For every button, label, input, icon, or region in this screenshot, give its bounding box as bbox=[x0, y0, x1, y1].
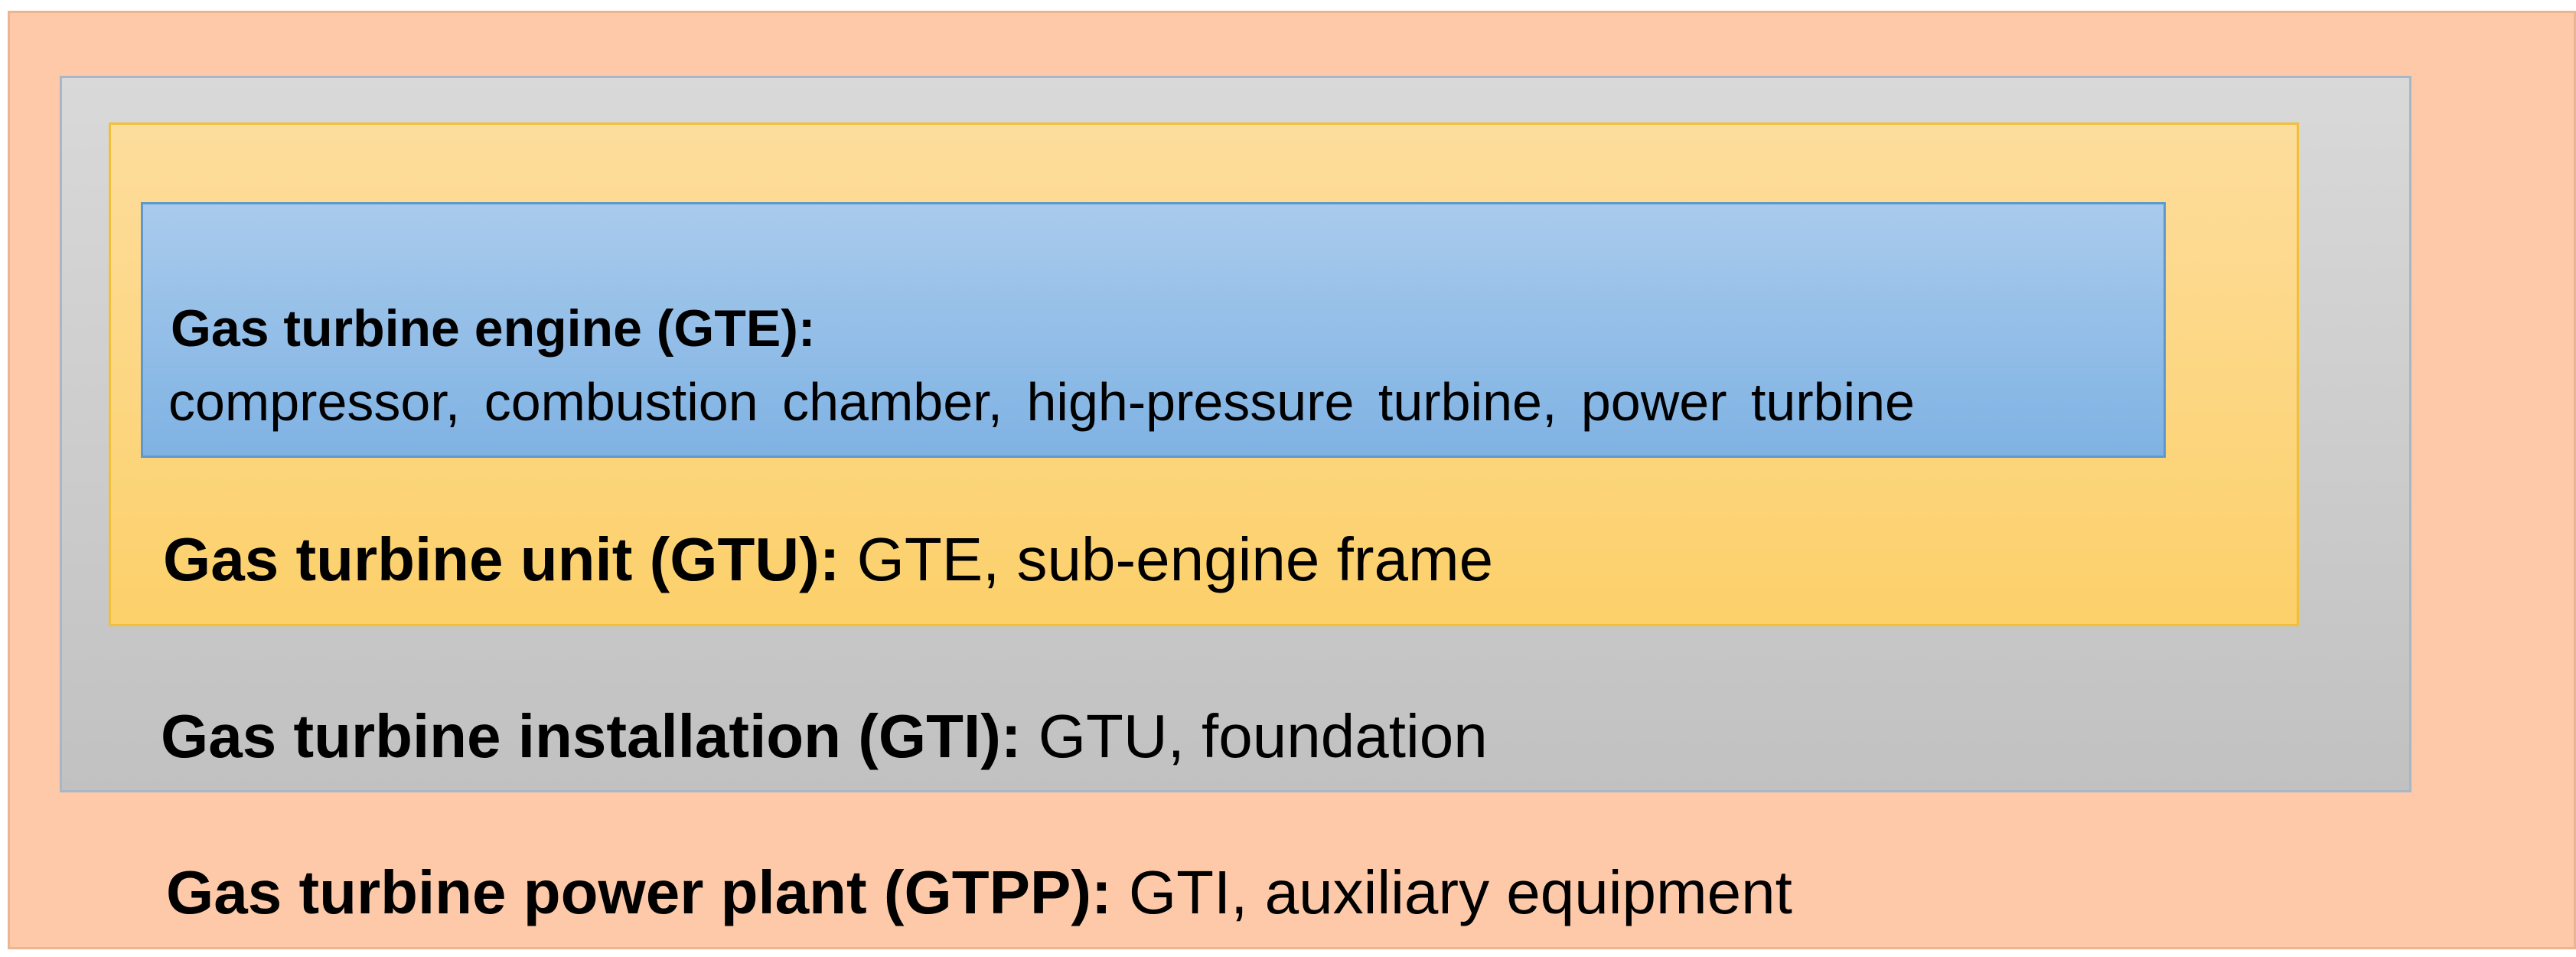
gte-title: Gas turbine engine (GTE): bbox=[171, 299, 816, 358]
gti-title: Gas turbine installation (GTI): bbox=[161, 702, 1022, 770]
gtu-label: Gas turbine unit (GTU): GTE, sub-engine … bbox=[163, 524, 1493, 595]
gtu-components: GTE, sub-engine frame bbox=[840, 525, 1494, 593]
gte-box bbox=[141, 202, 2166, 458]
gtpp-title: Gas turbine power plant (GTPP): bbox=[166, 858, 1112, 926]
gtpp-label: Gas turbine power plant (GTPP): GTI, aux… bbox=[166, 857, 1792, 928]
gtu-title: Gas turbine unit (GTU): bbox=[163, 525, 840, 593]
gte-components: compressor, combustion chamber, high-pre… bbox=[168, 372, 1915, 432]
gti-label: Gas turbine installation (GTI): GTU, fou… bbox=[161, 701, 1488, 772]
gti-components: GTU, foundation bbox=[1021, 702, 1488, 770]
gtpp-components: GTI, auxiliary equipment bbox=[1111, 858, 1792, 926]
